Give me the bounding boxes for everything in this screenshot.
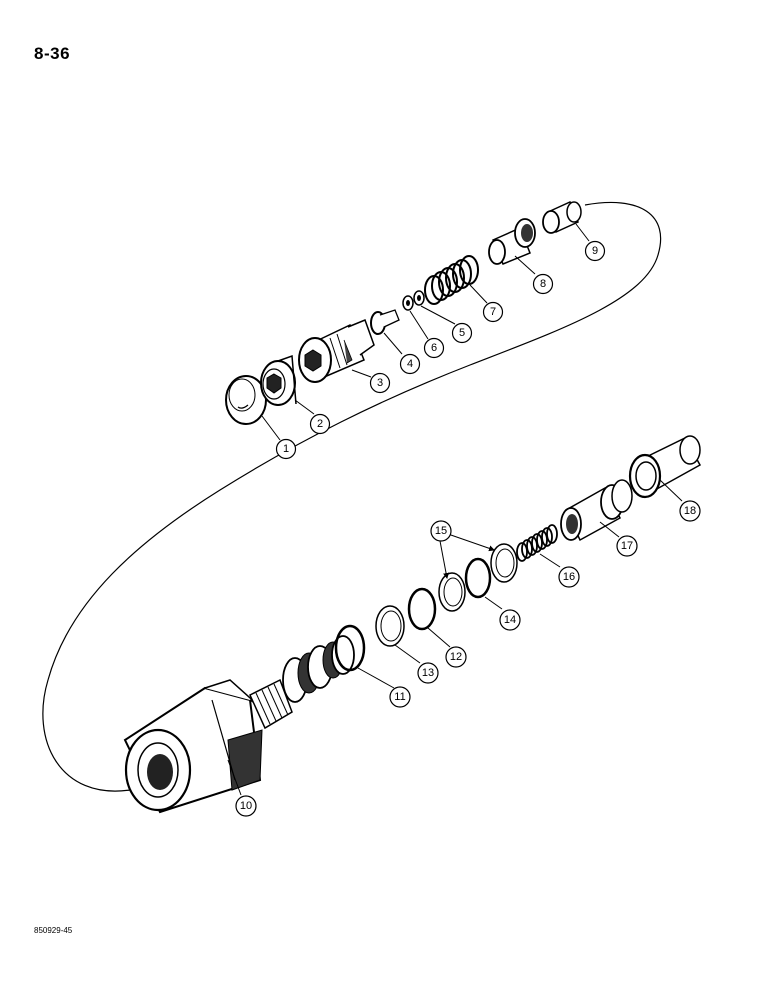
callout-15: 15 <box>430 520 452 542</box>
part-6-washer <box>402 295 414 311</box>
callout-1: 1 <box>275 438 297 460</box>
callout-8: 8 <box>532 273 554 295</box>
callout-12-label: 12 <box>450 651 462 663</box>
callout-18: 18 <box>679 500 701 522</box>
callout-15-label: 15 <box>435 525 447 537</box>
part-2-plug <box>260 354 297 406</box>
part-17-sleeve <box>560 479 633 542</box>
part-4-o-ring <box>370 309 400 335</box>
callout-16: 16 <box>558 566 580 588</box>
callout-17-label: 17 <box>621 540 633 552</box>
part-16-spring <box>516 524 558 562</box>
part-14-o-ring <box>464 557 492 599</box>
part-9-bushing <box>542 200 582 234</box>
callout-6: 6 <box>423 337 445 359</box>
part-7-spring <box>424 255 479 305</box>
callout-11-label: 11 <box>394 691 405 703</box>
callout-10-label: 10 <box>240 800 252 812</box>
part-8-sleeve <box>488 218 536 265</box>
part-15-backup-ring-b <box>490 543 518 583</box>
callout-13: 13 <box>417 662 439 684</box>
callout-12: 12 <box>445 646 467 668</box>
callout-6-label: 6 <box>431 342 437 354</box>
callout-5-label: 5 <box>459 327 465 339</box>
part-15-backup-ring-a <box>438 572 466 612</box>
assembly-outline-loop <box>42 201 662 792</box>
part-3-housing <box>298 319 375 383</box>
callout-14: 14 <box>499 609 521 631</box>
figure-code: 850929-45 <box>34 926 73 935</box>
callout-7-label: 7 <box>490 306 496 318</box>
callout-18-label: 18 <box>684 505 696 517</box>
part-10-valve-body <box>123 635 355 814</box>
part-5-washer <box>413 290 425 306</box>
callout-10: 10 <box>235 795 257 817</box>
part-1-cap <box>225 375 267 425</box>
callout-8-label: 8 <box>540 278 546 290</box>
part-12-o-ring <box>407 587 437 631</box>
callout-7: 7 <box>482 301 504 323</box>
part-18-cap <box>628 435 702 499</box>
callout-13-label: 13 <box>422 667 434 679</box>
callout-2: 2 <box>309 413 331 435</box>
page-number: 8-36 <box>34 44 71 63</box>
callout-1-label: 1 <box>283 443 289 455</box>
leader-lines <box>227 223 683 796</box>
callout-9-label: 9 <box>592 245 598 257</box>
callout-4: 4 <box>399 353 421 375</box>
callout-2-label: 2 <box>317 418 323 430</box>
callout-4-label: 4 <box>407 358 413 370</box>
callout-3-label: 3 <box>377 377 383 389</box>
part-13-backup-ring <box>375 605 405 647</box>
callout-9: 9 <box>584 240 606 262</box>
callout-16-label: 16 <box>563 571 575 583</box>
callout-14-label: 14 <box>504 614 516 626</box>
callout-5: 5 <box>451 322 473 344</box>
callout-17: 17 <box>616 535 638 557</box>
part-11-o-ring <box>334 624 366 672</box>
callout-11: 11 <box>389 686 411 708</box>
callout-3: 3 <box>369 372 391 394</box>
